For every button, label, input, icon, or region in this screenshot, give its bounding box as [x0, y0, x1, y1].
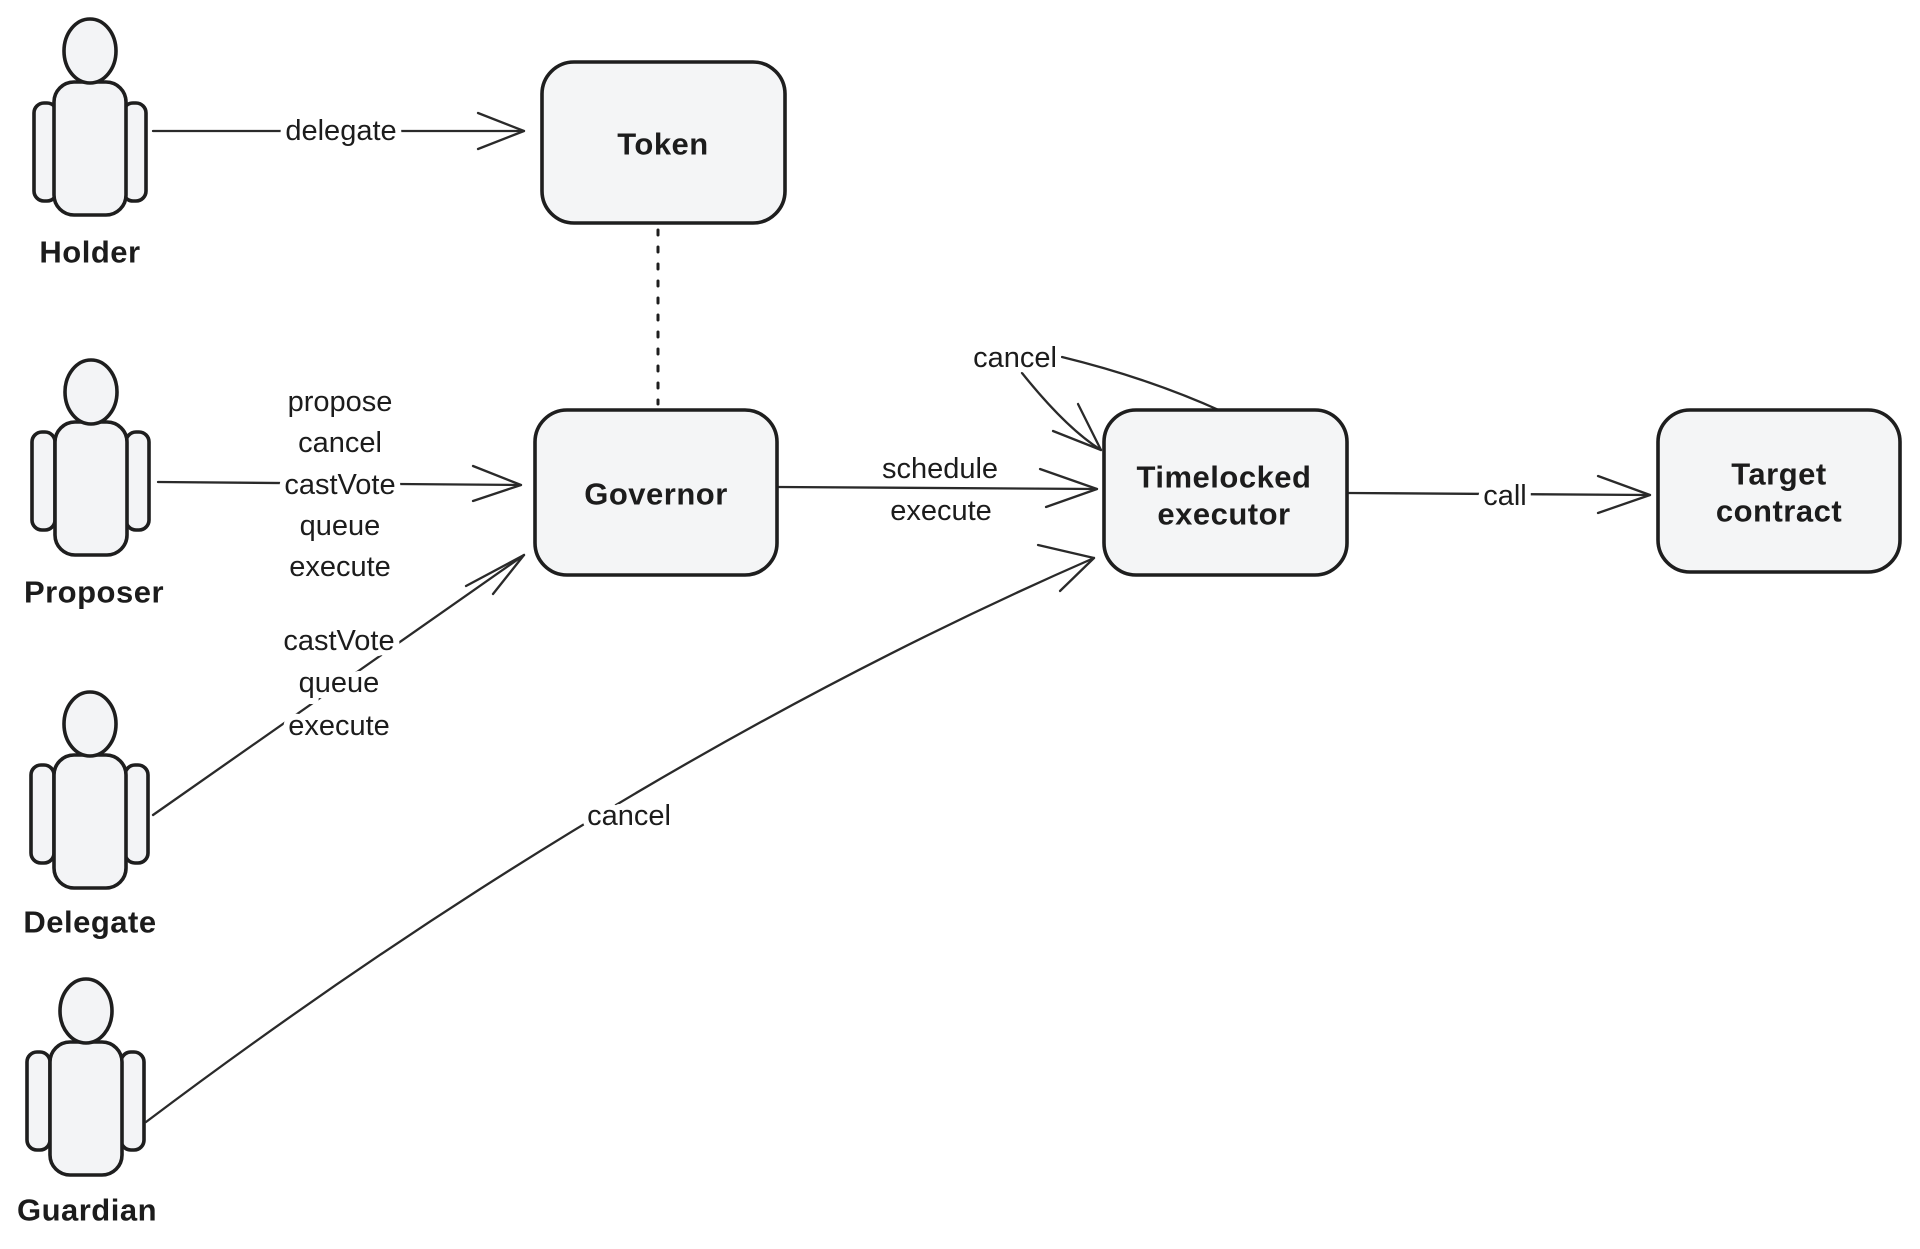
target-contract-box — [1656, 408, 1902, 574]
delegate-torso — [52, 753, 128, 890]
edge-delegate-governor-line — [151, 553, 526, 817]
delegate-right-arm — [123, 763, 150, 865]
call-label: call — [1483, 480, 1527, 512]
governor-label: Governor — [584, 477, 728, 512]
target-contract-label-line2: contract — [1716, 494, 1842, 529]
delegate-action-castvote: castVote — [283, 625, 394, 657]
actor-guardian: Guardian — [17, 977, 157, 1228]
proposer-action-castvote: castVote — [284, 469, 395, 501]
holder-head — [62, 17, 118, 85]
guardian-cancel-label: cancel — [587, 800, 671, 832]
node-timelocked-executor: Timelocked executor — [1102, 408, 1349, 577]
node-target-contract: Target contract — [1656, 408, 1902, 574]
actor-holder: Holder — [32, 17, 148, 270]
delegate-edge-label: delegate — [285, 115, 396, 147]
node-governor: Governor — [533, 408, 779, 577]
proposer-action-queue: queue — [300, 510, 381, 542]
holder-torso — [52, 80, 128, 217]
guardian-label: Guardian — [17, 1193, 157, 1228]
guardian-torso — [48, 1040, 124, 1177]
proposer-right-arm — [124, 430, 151, 532]
edge-delegate-to-governor: castVote queue execute — [151, 553, 526, 817]
schedule-label: schedule — [882, 453, 998, 485]
proposer-left-arm — [30, 430, 57, 532]
edge-proposer-to-governor: propose cancel castVote queue execute — [156, 380, 523, 589]
arrowhead-target-left — [1596, 474, 1652, 515]
delegate-action-execute: execute — [288, 710, 390, 742]
proposer-torso — [53, 420, 129, 557]
edge-governor-timelock-line — [776, 485, 1099, 491]
holder-label: Holder — [39, 235, 140, 270]
edge-governor-to-timelock: schedule execute — [776, 447, 1099, 533]
delegate-label: Delegate — [23, 905, 156, 940]
timelocked-executor-label-line1: Timelocked — [1136, 460, 1311, 495]
guardian-head — [58, 977, 114, 1045]
edge-timelock-target-line — [1346, 491, 1652, 497]
target-contract-label-line1: Target — [1731, 457, 1826, 492]
actor-delegate: Delegate — [23, 690, 156, 940]
token-box — [540, 60, 787, 225]
arrowhead-token — [476, 111, 526, 151]
edge-guardian-timelock-line — [144, 556, 1096, 1124]
edge-guardian-to-timelock: cancel — [144, 543, 1096, 1124]
delegate-head — [62, 690, 118, 758]
edge-timelock-to-target: call — [1346, 474, 1652, 518]
schedule-execute-label: execute — [890, 495, 992, 527]
proposer-action-propose: propose — [288, 386, 393, 418]
governor-box — [533, 408, 779, 577]
timelocked-executor-box — [1102, 408, 1349, 577]
guardian-right-arm — [119, 1050, 146, 1152]
edge-cancel-top-to-timelock: cancel — [967, 336, 1223, 452]
edge-proposer-governor-line — [156, 480, 523, 487]
cancel-top-label: cancel — [973, 342, 1057, 374]
proposer-label: Proposer — [24, 575, 164, 610]
proposer-action-cancel: cancel — [298, 427, 382, 459]
edge-holder-to-token: delegate — [151, 109, 526, 153]
cancel-top-line-a — [1060, 355, 1223, 413]
node-token: Token — [540, 60, 787, 225]
proposer-action-execute: execute — [289, 551, 391, 583]
arrowhead-timelock-bottom-left — [1036, 543, 1096, 593]
token-label: Token — [617, 127, 709, 162]
delegate-left-arm — [29, 763, 56, 865]
arrowhead-governor-left — [471, 464, 523, 503]
timelocked-executor-label-line2: executor — [1157, 497, 1290, 532]
arrowhead-timelock-left — [1038, 467, 1099, 509]
cancel-top-line-b — [1020, 371, 1103, 452]
delegate-action-queue: queue — [299, 667, 380, 699]
guardian-left-arm — [25, 1050, 52, 1152]
actor-proposer: Proposer — [24, 358, 164, 610]
arrowhead-timelock-top-left — [1051, 402, 1103, 452]
proposer-head — [63, 358, 119, 426]
arrowhead-governor-bottom-left — [464, 553, 526, 596]
